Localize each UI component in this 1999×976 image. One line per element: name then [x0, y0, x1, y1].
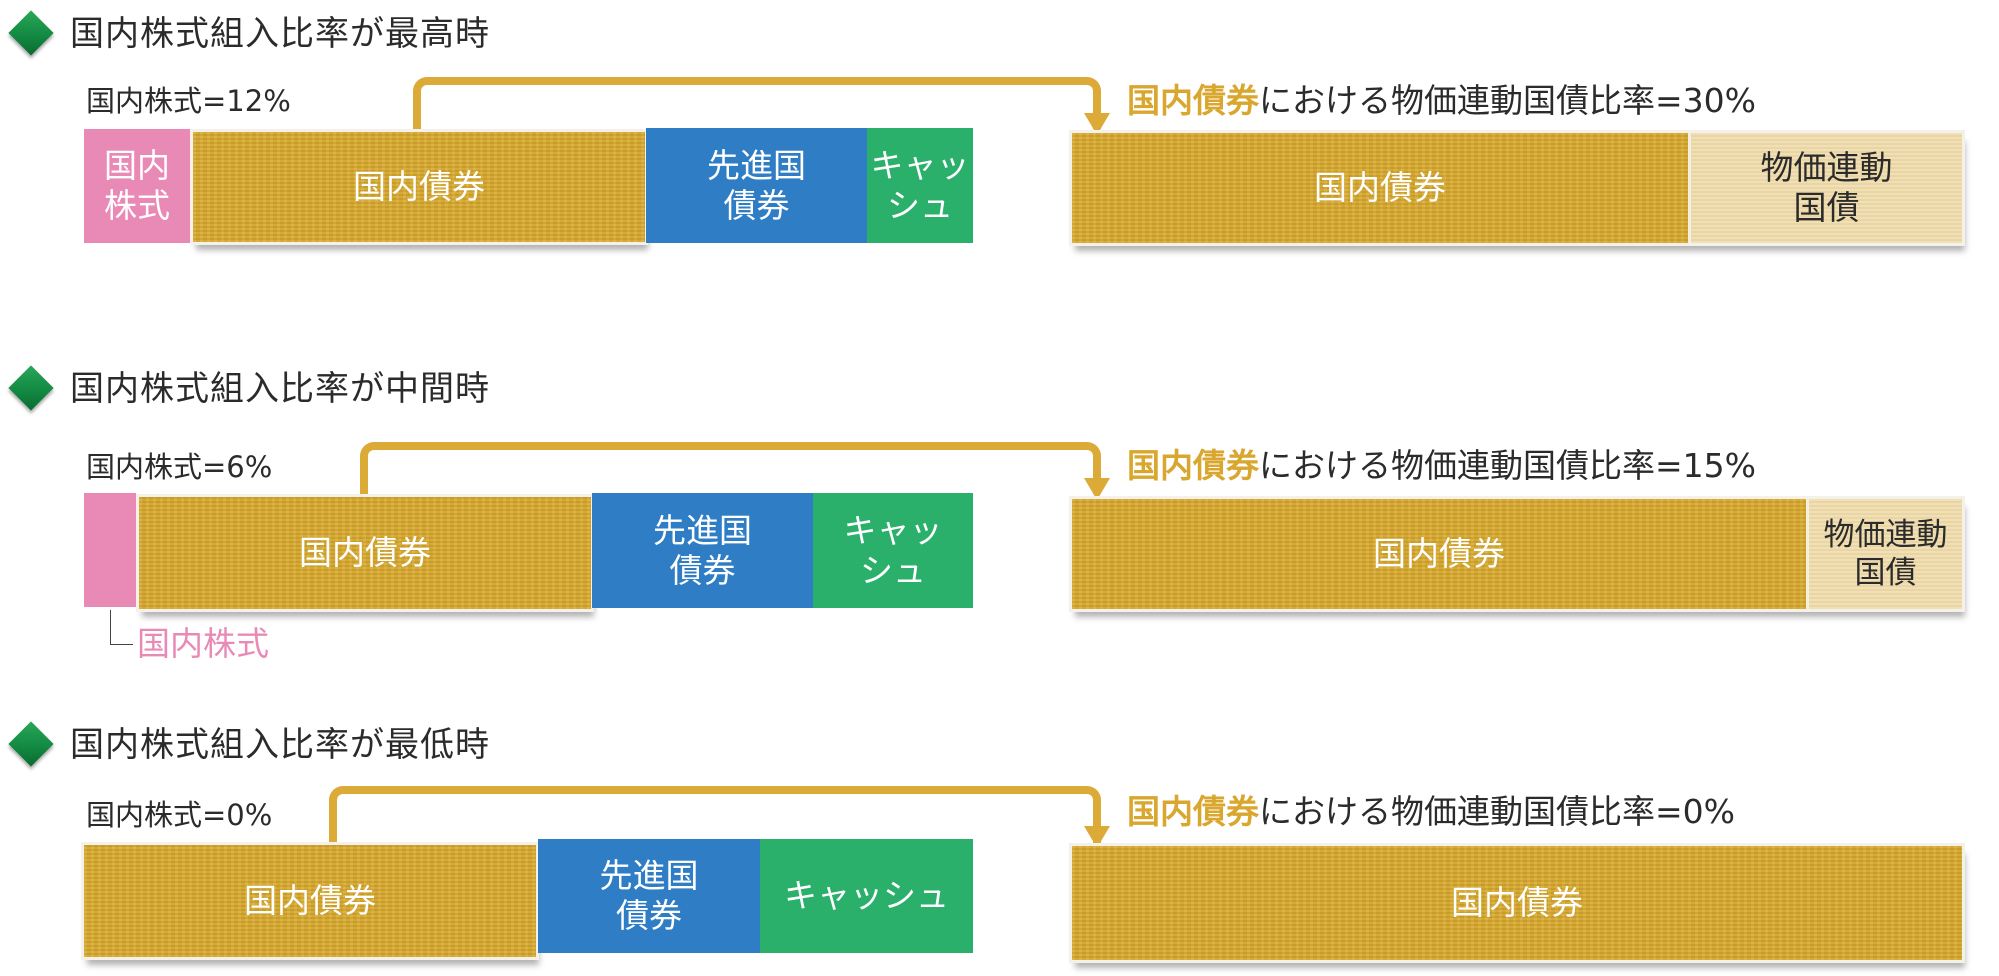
- diamond-bullet-icon: [8, 365, 54, 411]
- section-title: 国内株式組入比率が最高時: [70, 14, 490, 54]
- section-title: 国内株式組入比率が中間時: [70, 369, 490, 409]
- callout-bracket: [110, 610, 133, 645]
- domestic-bond-breakdown-bar: 国内債券 物価連動 国債: [1072, 499, 1962, 609]
- segment-domestic-equity: 国内 株式: [84, 129, 190, 243]
- segment-cash: キャッ シュ: [867, 128, 973, 243]
- inflation-linked-ratio-header: 国内債券における物価連動国債比率=30%: [1127, 81, 1756, 120]
- segment-domestic-bond: 国内債券: [193, 132, 645, 242]
- segment-domestic-bond: 国内債券: [1072, 499, 1806, 609]
- flow-connector: [329, 786, 1101, 844]
- domestic-bond-breakdown-bar: 国内債券 物価連動 国債: [1072, 133, 1962, 243]
- segment-domestic-equity: [84, 493, 136, 607]
- arrow-down-icon: [1084, 478, 1110, 500]
- domestic-equity-callout: 国内株式: [137, 624, 269, 663]
- equity-ratio-label: 国内株式=0%: [86, 798, 273, 832]
- segment-domestic-bond: 国内債券: [139, 497, 591, 609]
- segment-cash: キャッシュ: [760, 839, 973, 953]
- equity-ratio-label: 国内株式=6%: [86, 450, 273, 484]
- segment-domestic-bond: 国内債券: [1072, 133, 1688, 243]
- section-title: 国内株式組入比率が最低時: [70, 725, 490, 765]
- segment-inflation-linked-jgb: 物価連動 国債: [1806, 499, 1962, 609]
- segment-domestic-bond: 国内債券: [1072, 846, 1962, 960]
- segment-cash: キャッ シュ: [813, 493, 973, 608]
- equity-ratio-label: 国内株式=12%: [86, 84, 291, 118]
- segment-developed-bond: 先進国 債券: [592, 493, 813, 608]
- segment-domestic-bond: 国内債券: [84, 845, 536, 957]
- arrow-down-icon: [1084, 113, 1110, 135]
- diamond-bullet-icon: [8, 721, 54, 767]
- inflation-linked-ratio-header: 国内債券における物価連動国債比率=15%: [1127, 446, 1756, 485]
- segment-inflation-linked-jgb: 物価連動 国債: [1688, 133, 1962, 243]
- domestic-bond-breakdown-bar: 国内債券: [1072, 846, 1962, 960]
- flow-connector: [413, 77, 1101, 129]
- segment-developed-bond: 先進国 債券: [646, 128, 867, 243]
- arrow-down-icon: [1084, 826, 1110, 848]
- flow-connector: [360, 442, 1101, 494]
- segment-developed-bond: 先進国 債券: [538, 839, 760, 953]
- inflation-linked-ratio-header: 国内債券における物価連動国債比率=0%: [1127, 792, 1736, 831]
- diamond-bullet-icon: [8, 10, 54, 56]
